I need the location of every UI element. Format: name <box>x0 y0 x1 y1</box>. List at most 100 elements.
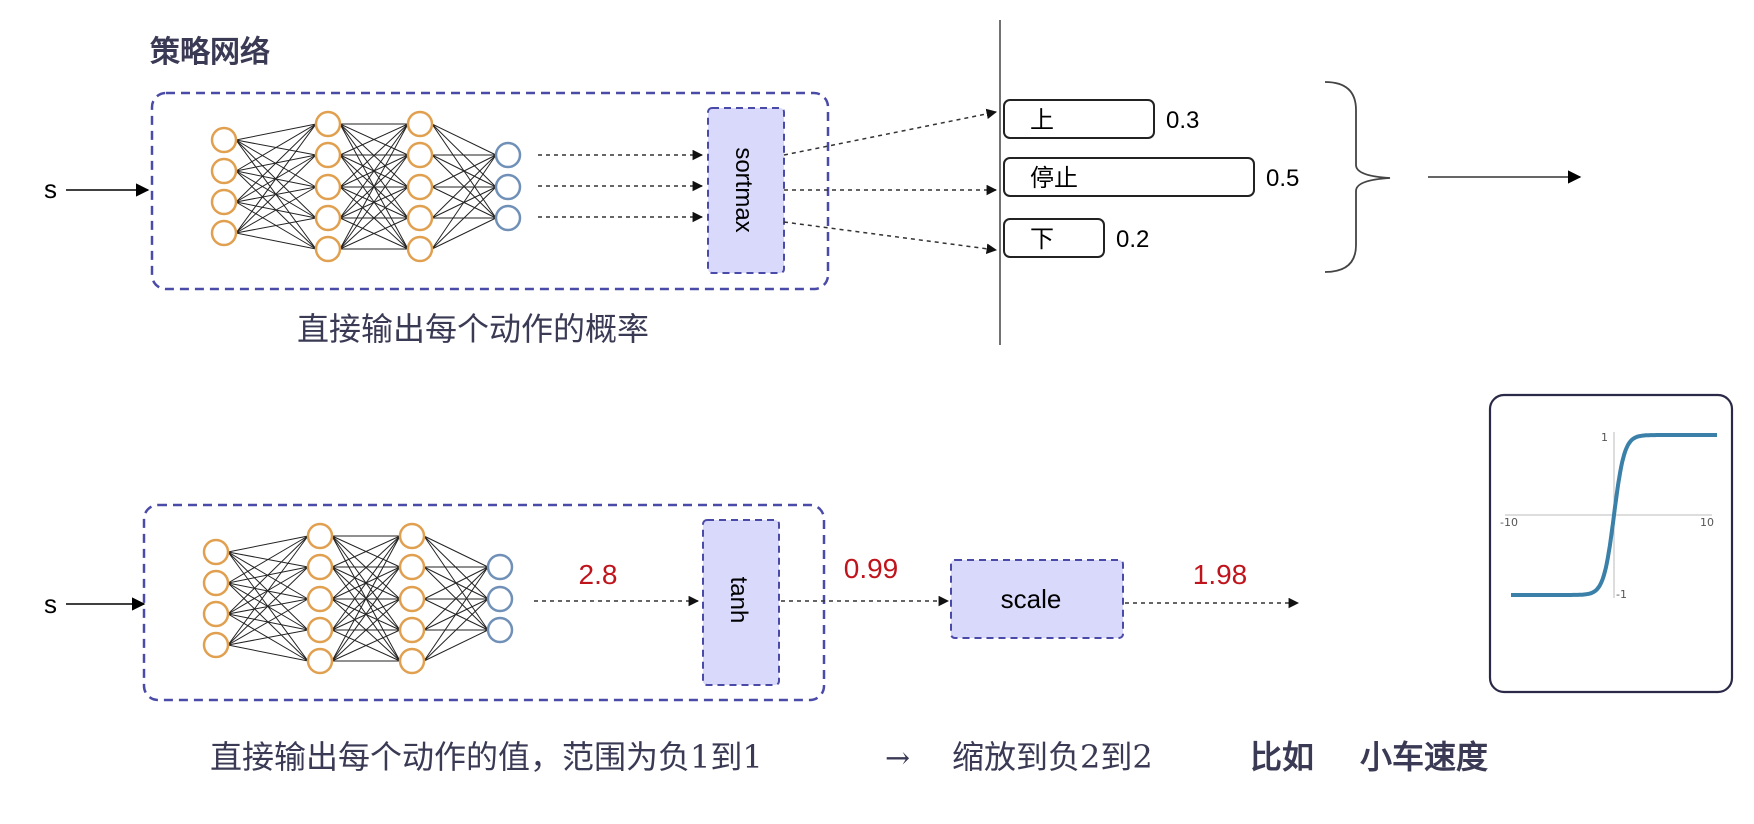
top-caption: 直接输出每个动作的概率 <box>297 310 649 348</box>
neuron <box>398 585 426 613</box>
bottom-network-box <box>142 503 826 702</box>
network-connection <box>235 123 317 203</box>
caption-arrow: → <box>885 741 910 776</box>
network-connection <box>227 535 309 615</box>
scale-output-value: 1.98 <box>1193 559 1248 590</box>
tanh-box <box>702 519 780 686</box>
neuron <box>306 616 334 644</box>
network-connection <box>235 186 317 234</box>
network-connection <box>227 598 309 646</box>
neuron <box>306 585 334 613</box>
neuron <box>202 538 230 566</box>
neuron <box>210 126 238 154</box>
action-probability: 0.5 <box>1266 165 1299 192</box>
network-connection <box>339 154 409 250</box>
network-connection <box>227 644 309 662</box>
neuron <box>202 569 230 597</box>
section-title: 策略网络 <box>150 35 270 70</box>
network-connection <box>227 535 309 646</box>
network-connection <box>331 598 401 662</box>
network-connection <box>331 629 401 662</box>
neuron <box>314 110 342 138</box>
neuron <box>210 188 238 216</box>
action-box <box>1003 99 1155 139</box>
network-connection <box>235 217 317 234</box>
tanh-y-max-tick: 1 <box>1601 431 1608 444</box>
network-connection <box>331 535 401 662</box>
tanh-output-value: 0.99 <box>844 553 899 584</box>
neuron <box>494 204 522 232</box>
neuron <box>314 173 342 201</box>
network-connection <box>339 123 409 188</box>
neuron <box>486 553 514 581</box>
softmax-box <box>707 107 785 274</box>
network-connection <box>431 154 497 219</box>
neuron <box>210 219 238 247</box>
network-connection <box>227 535 309 553</box>
neuron <box>494 141 522 169</box>
neuron <box>306 553 334 581</box>
bottom-input-label: s <box>44 589 57 619</box>
network-connection <box>331 566 401 662</box>
network-connection <box>423 566 489 662</box>
network-connection <box>423 629 489 662</box>
network-connection <box>235 154 317 234</box>
top-input-label: s <box>44 174 57 204</box>
tanh-y-min-tick: -1 <box>1616 588 1627 601</box>
network-connection <box>235 123 317 141</box>
action-arrow-down <box>783 221 998 254</box>
neuron <box>398 553 426 581</box>
neuron <box>486 585 514 613</box>
neuron <box>314 204 342 232</box>
neuron <box>314 235 342 263</box>
neuron <box>306 647 334 675</box>
neuron <box>398 522 426 550</box>
network-connection <box>339 123 409 219</box>
tanh-x-min-tick: -10 <box>1500 516 1518 529</box>
net-output-value: 2.8 <box>579 559 618 590</box>
bottom-caption: 直接输出每个动作的值，范围为负1到1 <box>210 738 763 776</box>
caption-example: 比如 <box>1250 738 1314 776</box>
action-probability: 0.3 <box>1166 107 1199 134</box>
neuron <box>494 173 522 201</box>
top-network-box <box>150 91 830 291</box>
network-connection <box>339 123 409 156</box>
network-connection <box>331 535 401 600</box>
network-connection <box>423 535 489 568</box>
bottom-neural-network <box>202 522 514 675</box>
neuron <box>314 141 342 169</box>
neuron <box>210 157 238 185</box>
network-connection <box>431 186 497 250</box>
tanh-x-max-tick: 10 <box>1700 516 1714 529</box>
network-connection <box>423 566 489 600</box>
network-connection <box>235 123 317 172</box>
network-connection <box>235 123 317 234</box>
network-connection <box>423 566 489 631</box>
neuron <box>406 110 434 138</box>
neuron <box>406 235 434 263</box>
scale-label: scale <box>1001 584 1062 614</box>
action-label: 停止 <box>1030 164 1078 192</box>
network-connection <box>339 217 409 250</box>
network-connection <box>431 154 497 188</box>
softmax-label: sortmax <box>730 147 757 232</box>
tanh-plot: -10 10 1 -1 <box>1500 431 1717 601</box>
network-connection <box>339 186 409 250</box>
network-connection <box>227 566 309 646</box>
neuron <box>406 173 434 201</box>
neuron <box>306 522 334 550</box>
right-brace <box>1324 81 1391 273</box>
caption-scale: 缩放到负2到2 <box>952 738 1153 776</box>
neuron <box>398 616 426 644</box>
network-connection <box>235 232 317 250</box>
action-arrow-up <box>783 108 998 156</box>
action-box <box>1003 157 1255 197</box>
neuron <box>486 616 514 644</box>
action-box <box>1003 218 1105 258</box>
neuron <box>398 647 426 675</box>
caption-car-speed: 小车速度 <box>1360 738 1488 776</box>
network-connection <box>331 535 401 631</box>
neuron <box>202 600 230 628</box>
